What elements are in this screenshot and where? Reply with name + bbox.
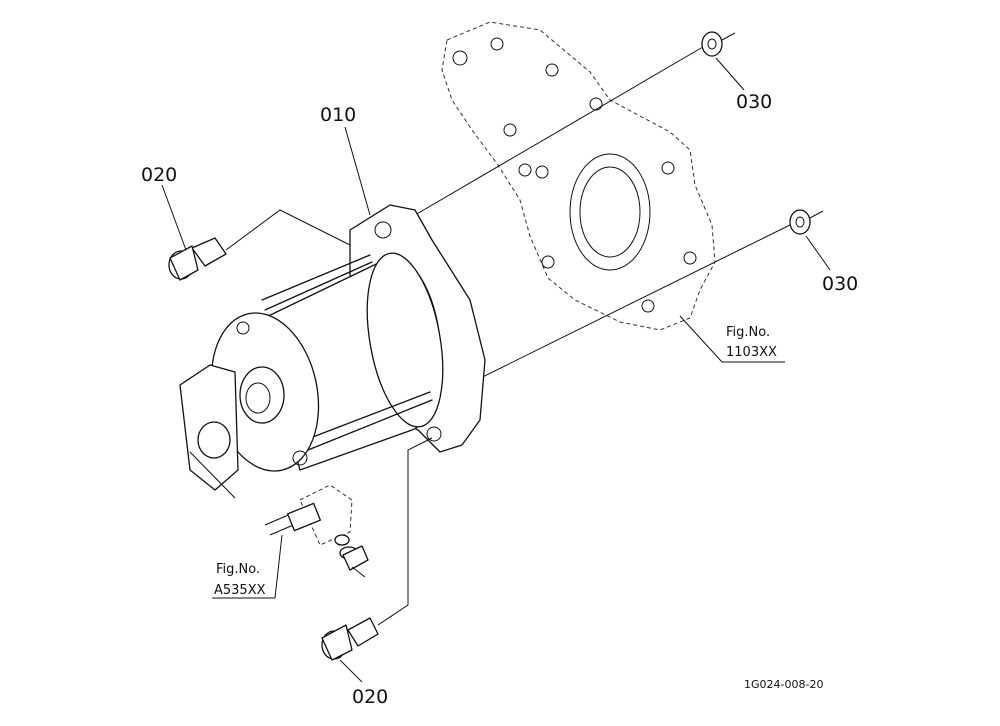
callout-bolt-lower: 020 [352, 686, 388, 708]
axis-line-lower [439, 219, 801, 399]
leader-bolt-lower [339, 659, 363, 683]
bolt-lower [321, 617, 379, 661]
leader-bolt-upper-axis [225, 209, 351, 251]
housing-plate [441, 21, 716, 331]
cable-assembly [264, 484, 369, 578]
leader-bolt-lower-axis [377, 437, 433, 626]
starter-motor [179, 204, 486, 499]
plate-ref-label: Fig.No. [726, 325, 770, 340]
callout-starter: 010 [320, 104, 356, 126]
callout-nut-lower: 030 [822, 273, 858, 295]
leader-bolt-upper [161, 184, 187, 251]
leader-nut-upper [715, 57, 745, 91]
callout-bolt-upper: 020 [141, 164, 177, 186]
drawing-code: 1G024-008-20 [744, 678, 823, 691]
plate-ref-code: 1103XX [726, 345, 777, 360]
leader-nut-lower [805, 235, 831, 271]
nut-lower [789, 209, 811, 235]
leader-plate [679, 315, 785, 363]
leader-cable [274, 534, 283, 599]
axis-line-upper [414, 43, 709, 216]
callout-nut-upper: 030 [736, 91, 772, 113]
bolt-upper [168, 237, 227, 281]
nut-upper [701, 31, 723, 57]
leader-starter [344, 126, 371, 216]
cable-ref-label: Fig.No. [216, 562, 260, 577]
cable-ref-code: A535XX [214, 583, 266, 598]
